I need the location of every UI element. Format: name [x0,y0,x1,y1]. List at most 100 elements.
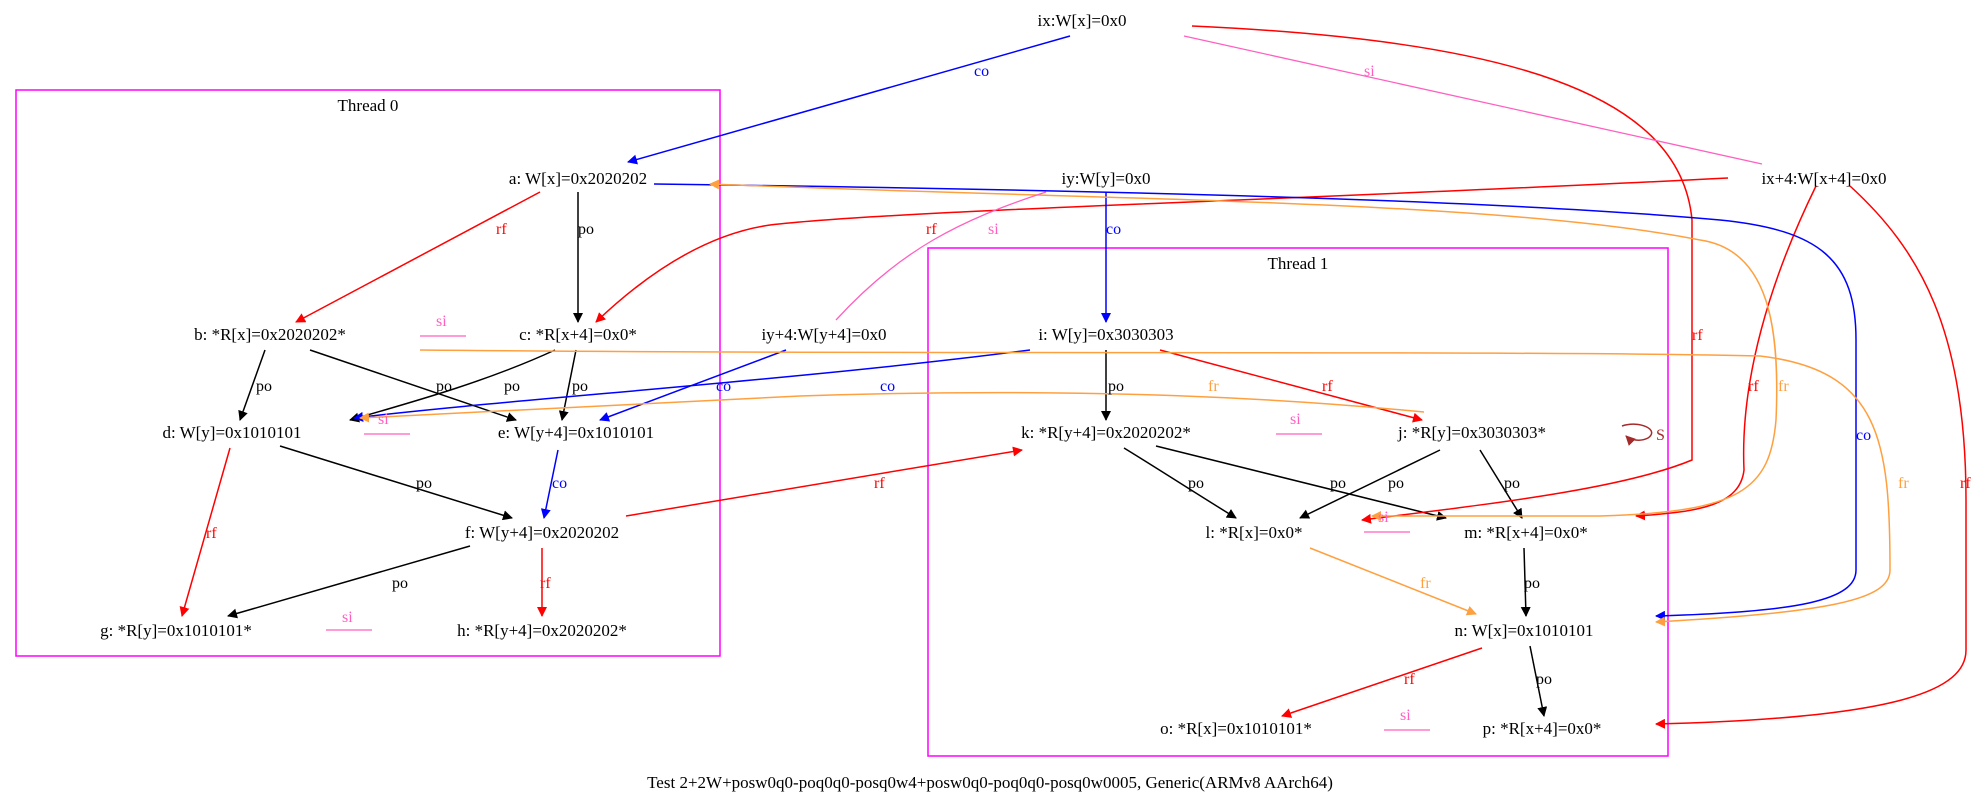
label-co-a-n: co [1856,427,1871,444]
edge-co-a-n [653,183,1857,621]
label-po-k-m: po [1330,475,1346,492]
self-loop: S [1621,423,1665,446]
label-si-d: si [378,411,389,428]
node-l: l: *R[x]=0x0* [1206,523,1303,542]
fr-edges [359,179,1891,627]
node-d: d: W[y]=0x1010101 [162,423,301,442]
edge-fr-c-a [709,179,1701,241]
label-si-l: si [1378,509,1389,526]
label-si-k: si [1290,411,1301,428]
edge-co-i-d [353,349,1031,422]
label-po-c-e: po [572,378,588,395]
node-ix: ix:W[x]=0x0 [1038,11,1127,30]
edge-po-b-d [238,349,266,421]
edge-fr-l-n [1309,547,1477,616]
cluster-thread-1-title: Thread 1 [1268,254,1329,273]
node-n: n: W[x]=0x1010101 [1454,621,1593,640]
edge-po-k-m [1155,445,1447,521]
edge-fr-k-d [359,391,1425,423]
edge-po-k-l [1123,447,1237,519]
edge-po-j-m [1479,449,1523,519]
label-rf-a-b: rf [496,221,507,238]
label-si-g: si [342,609,353,626]
label-co-iy-i: co [1106,221,1121,238]
label-po-d-f: po [416,475,432,492]
node-c: c: *R[x+4]=0x0* [519,325,637,344]
edge-rf-ix-l [1191,25,1693,524]
node-f: f: W[y+4]=0x2020202 [465,523,619,542]
po-edges [227,192,1548,717]
label-po-j-l: po [1388,475,1404,492]
node-e: e: W[y+4]=0x1010101 [498,423,654,442]
label-si-ix-ix4: si [1364,63,1375,80]
edge-co-e-f [540,449,559,519]
label-rf-d-g: rf [206,525,217,542]
label-fr-b-n: fr [1898,475,1909,492]
label-fr-c-l: fr [1778,378,1789,395]
co-edges [353,35,1857,621]
node-g: g: *R[y]=0x1010101* [100,621,252,640]
label-fr-l-n: fr [1420,575,1431,592]
edge-rf-ix4-c [595,177,1729,323]
node-p: p: *R[x+4]=0x0* [1483,719,1602,738]
cluster-thread-0: Thread 0 [15,89,721,657]
label-si-b: si [436,313,447,330]
si-edges [326,35,1763,731]
edge-rf-d-g [179,447,231,617]
node-ix4: ix+4:W[x+4]=0x0 [1761,169,1886,188]
node-i: i: W[y]=0x3030303 [1038,325,1173,344]
node-h: h: *R[y+4]=0x2020202* [457,621,627,640]
edge-co-ix-a [627,35,1071,165]
node-iy: iy:W[y]=0x0 [1062,169,1151,188]
edge-fr-b-n [419,349,1891,627]
edge-po-b-e [309,349,517,422]
label-co-ix-a: co [974,63,989,80]
edge-po-j-l [1299,449,1441,519]
label-po-k-l: po [1188,475,1204,492]
label-po-j-m: po [1504,475,1520,492]
label-rf-n-o: rf [1404,671,1415,688]
rf-edges [179,25,1967,729]
label-si-o: si [1400,707,1411,724]
edge-rf-f-k [625,446,1023,517]
edge-po-c-d [349,349,556,423]
label-po-c-d: po [504,378,520,395]
label-rf-ix-l: rf [1692,327,1703,344]
label-rf-f-h: rf [540,575,551,592]
edge-po-f-g [227,545,471,619]
node-m: m: *R[x+4]=0x0* [1464,523,1588,542]
edge-po-d-f [279,445,513,521]
edge-fr-c-l [1371,239,1778,521]
edge-rf-i-j [1159,349,1423,423]
label-po-i-k: po [1108,378,1124,395]
label-po-a-c: po [578,221,594,238]
label-fr-k-d: fr [1208,378,1219,395]
node-o: o: *R[x]=0x1010101* [1160,719,1312,738]
cluster-thread-0-title: Thread 0 [338,96,399,115]
label-po-n-p: po [1536,671,1552,688]
nodes: ix:W[x]=0x0 iy:W[y]=0x0 ix+4:W[x+4]=0x0 … [100,11,1886,738]
label-rf-i-j: rf [1322,378,1333,395]
edge-po-n-p [1529,645,1548,717]
label-co-i-d: co [880,378,895,395]
edge-rf-n-o [1281,647,1483,718]
diagram-caption: Test 2+2W+posw0q0-poq0q0-posq0w4+posw0q0… [647,773,1333,792]
edge-si-iy-iy4 [835,191,1047,321]
label-rf-ix4-c: rf [926,221,937,238]
node-b: b: *R[x]=0x2020202* [194,325,346,344]
label-rf-f-k: rf [874,475,885,492]
cluster-thread-1: Thread 1 [927,247,1669,757]
label-po-f-g: po [392,575,408,592]
edge-rf-a-b [295,191,541,323]
edge-rf-ix4-m [1635,185,1817,521]
self-loop-label: S [1656,427,1665,444]
label-po-m-n: po [1524,575,1540,592]
edge-rf-ix4-p [1655,185,1967,729]
node-iy4: iy+4:W[y+4]=0x0 [761,325,886,344]
label-po-b-d: po [256,378,272,395]
node-a: a: W[x]=0x2020202 [509,169,647,188]
label-co-iy4-e: co [716,378,731,395]
edge-labels: co si rf po rf si co si rf po po po po c… [206,63,1971,724]
edge-po-m-n [1520,547,1531,617]
